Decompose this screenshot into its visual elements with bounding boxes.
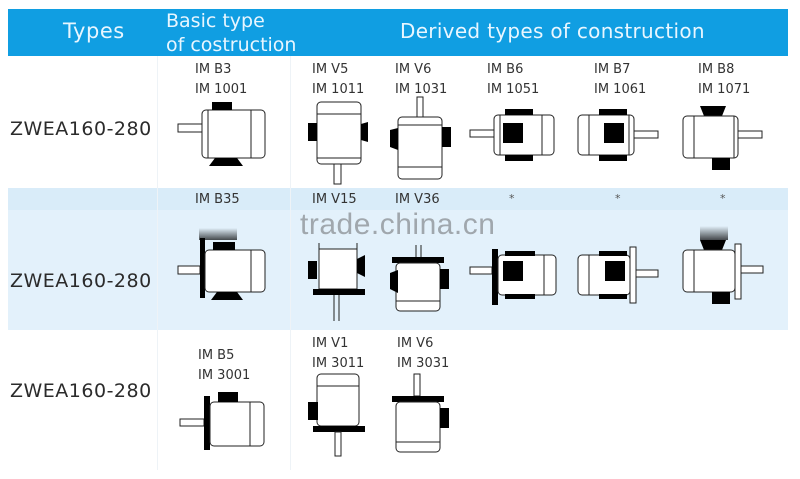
motor-v6-flange-icon <box>392 373 449 453</box>
motor-b6-icon <box>469 109 555 161</box>
header-basic-line1: Basic type <box>166 10 265 32</box>
motor-v6-icon <box>390 96 451 180</box>
motor-v15-icon <box>308 243 365 321</box>
column-divider <box>290 56 291 470</box>
motor-b8-icon <box>682 106 763 170</box>
mount-code: IM B35 <box>195 192 240 207</box>
motor-b7-flange-icon <box>577 246 659 304</box>
mount-code: IM V36 <box>395 192 440 207</box>
motor-v5-icon <box>308 101 368 185</box>
column-divider <box>157 56 158 470</box>
mount-code: IM V15 <box>312 192 357 207</box>
watermark: trade.china.cn <box>300 208 496 241</box>
row-label: ZWEA160-280 <box>10 118 152 140</box>
motor-b35-icon <box>177 228 266 300</box>
header-basic-line2: of costruction <box>166 34 297 56</box>
table-header: Types Basic type of costruction Derived … <box>8 9 788 56</box>
row-label: ZWEA160-280 <box>10 380 152 402</box>
motor-v36-icon <box>390 245 449 312</box>
row-label: ZWEA160-280 <box>10 270 152 292</box>
motor-b5-icon <box>179 392 265 450</box>
header-types: Types <box>63 19 125 43</box>
motor-b3-icon <box>177 102 266 166</box>
mount-code: * <box>509 192 515 205</box>
mount-code: * <box>615 192 621 205</box>
motor-b7-icon <box>577 109 659 161</box>
mount-code: * <box>720 192 726 205</box>
motor-b8-flange-icon <box>682 226 764 304</box>
motor-b6-flange-icon <box>469 249 557 305</box>
motor-v1-icon <box>308 373 365 457</box>
header-derived-types: Derived types of construction <box>400 19 705 43</box>
header-basic-type: Basic type of costruction <box>166 9 296 56</box>
